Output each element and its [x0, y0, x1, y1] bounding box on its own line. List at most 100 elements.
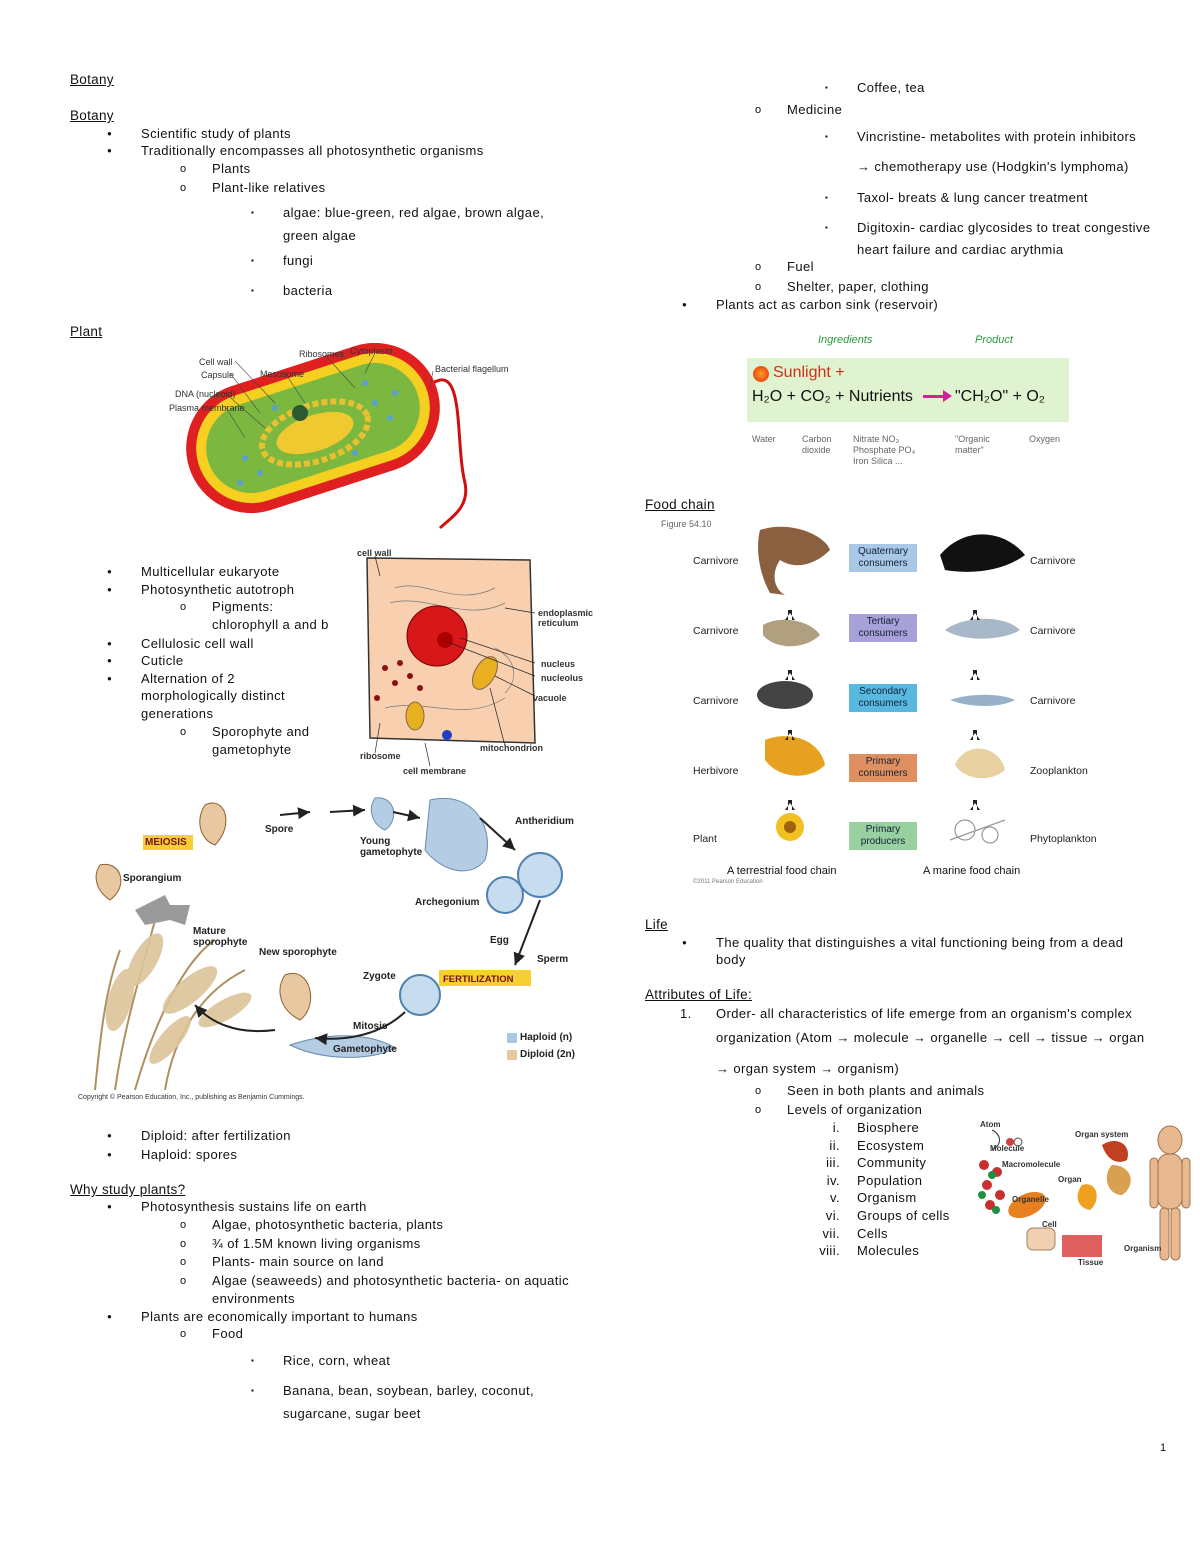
- page-title: Botany: [70, 72, 114, 87]
- equation-box: [747, 358, 1069, 422]
- food-chain-left-label: Carnivore: [693, 625, 739, 637]
- section-heading-botany: Botany: [70, 108, 114, 123]
- list-item-continued: heart failure and cardiac arythmia: [857, 242, 1064, 257]
- fern-life-cycle-diagram: MEIOSIS Spore Young gametophyte Antherid…: [75, 790, 595, 1105]
- lifecycle-label: Gametophyte: [333, 1044, 397, 1055]
- list-item: ¾ of 1.5M known living organisms: [180, 1236, 421, 1252]
- level-numeral: iv.: [826, 1172, 840, 1188]
- list-item: Diploid: after fertilization: [107, 1128, 291, 1144]
- cell-label: vacuole: [533, 693, 567, 703]
- list-item-continued: sugarcane, sugar beet: [283, 1406, 421, 1421]
- cell-label: ribosome: [360, 751, 401, 761]
- trophic-level-box: Primary consumers: [849, 754, 917, 782]
- list-item: Scientific study of plants: [107, 126, 291, 142]
- diagram-label: Atom: [980, 1120, 1001, 1129]
- level-item: Biosphere: [857, 1120, 920, 1135]
- level-numeral: iii.: [826, 1155, 840, 1171]
- list-item: algae: blue-green, red algae, brown alga…: [251, 205, 544, 221]
- lifecycle-label: Mature sporophyte: [193, 926, 248, 948]
- list-item: Multicellular eukaryote: [107, 564, 280, 580]
- list-item: fungi: [251, 253, 313, 269]
- diagram-label: Organelle: [1012, 1195, 1049, 1204]
- bacteria-label: Bacterial flagellum: [435, 364, 509, 374]
- list-item-continued: green algae: [283, 228, 357, 243]
- diagram-label: Organism: [1124, 1244, 1162, 1253]
- trophic-level-box: Tertiary consumers: [849, 614, 917, 642]
- trophic-level-box: Secondary consumers: [849, 684, 917, 712]
- lifecycle-label: New sporophyte: [259, 947, 337, 958]
- equation-left: H₂O + CO₂ + Nutrients: [752, 388, 913, 405]
- level-item: Community: [857, 1155, 927, 1171]
- list-item: Rice, corn, wheat: [251, 1353, 390, 1369]
- list-item: Algae, photosynthetic bacteria, plants: [180, 1217, 443, 1233]
- bacteria-label: Mesosome: [260, 369, 305, 379]
- list-item: Haploid: spores: [107, 1147, 237, 1163]
- section-heading-plant: Plant: [70, 324, 103, 339]
- list-item: The quality that distinguishes a vital f…: [682, 935, 1123, 951]
- list-item: Coffee, tea: [825, 80, 925, 96]
- list-item-continued: environments: [212, 1291, 295, 1306]
- section-heading-food-chain: Food chain: [645, 497, 715, 512]
- diagram-label: Macromolecule: [1002, 1160, 1061, 1169]
- level-numeral: ii.: [829, 1137, 840, 1153]
- bacteria-label: Ribosomes: [299, 349, 345, 359]
- cell-label: nucleus: [541, 659, 576, 669]
- cell-diagram: cell wall endoplasmic reticulum nucleus …: [355, 548, 600, 778]
- trophic-level-box: Primary producers: [849, 822, 917, 850]
- figure-number: Figure 54.10: [661, 519, 712, 529]
- water-label: Water: [752, 434, 776, 444]
- list-item: Algae (seaweeds) and photosynthetic bact…: [180, 1273, 569, 1289]
- list-item: Shelter, paper, clothing: [755, 279, 929, 295]
- marine-caption: A marine food chain: [923, 865, 1021, 877]
- trophic-level-box: Quaternary consumers: [849, 544, 917, 572]
- list-item: Sporophyte and: [180, 724, 309, 740]
- reaction-arrow-head: [943, 390, 952, 402]
- cell-label: cell membrane: [403, 766, 467, 776]
- list-item-continued: chlorophyll a and b: [212, 617, 329, 632]
- lifecycle-label: Spore: [265, 824, 294, 835]
- food-chain-left-label: Herbivore: [693, 765, 739, 777]
- lifecycle-label: Egg: [490, 935, 509, 946]
- level-numeral: vi.: [825, 1208, 840, 1223]
- lifecycle-label: Archegonium: [415, 897, 480, 908]
- list-item: Seen in both plants and animals: [755, 1083, 984, 1099]
- list-item: Pigments:: [180, 599, 273, 615]
- level-item: Cells: [857, 1225, 888, 1241]
- product-label: Product: [975, 334, 1013, 346]
- list-item: Plant-like relatives: [180, 180, 326, 196]
- section-heading-life: Life: [645, 917, 668, 932]
- list-item: Alternation of 2: [107, 671, 235, 687]
- bacteria-label: DNA (nucleoid): [175, 389, 236, 399]
- section-heading-why: Why study plants?: [70, 1182, 186, 1197]
- lifecycle-label: Sporangium: [123, 873, 182, 884]
- bacteria-label: Plasma membrane: [169, 403, 245, 413]
- level-numeral: v.: [830, 1190, 840, 1206]
- diagram-label: Tissue: [1078, 1258, 1104, 1267]
- lifecycle-label: Young gametophyte: [360, 836, 423, 858]
- list-item-continued: → organ system → organism): [716, 1061, 900, 1076]
- list-item: Food: [180, 1326, 243, 1342]
- lifecycle-label: FERTILIZATION: [443, 974, 514, 985]
- oxygen-label: Oxygen: [1029, 434, 1061, 444]
- food-chain-left-label: Carnivore: [693, 555, 739, 567]
- list-item: Photosynthesis sustains life on earth: [107, 1199, 367, 1215]
- bacteria-label: Cytoplasm: [350, 346, 393, 356]
- list-item: Vincristine- metabolites with protein in…: [825, 129, 1136, 145]
- list-item-continued: organization (Atom → molecule → organell…: [716, 1030, 1145, 1045]
- organic-label: "Organic matter": [955, 434, 990, 455]
- list-number: 1.: [680, 1006, 692, 1021]
- cell-label: mitochondrion: [480, 743, 543, 753]
- list-item-continued: → chemotherapy use (Hodgkin's lymphoma): [857, 159, 1129, 174]
- photosynthesis-figure: Ingredients Product Sunlight + H₂O + CO₂…: [745, 330, 1075, 490]
- lifecycle-label: Sperm: [537, 954, 569, 965]
- level-numeral: vii.: [822, 1225, 840, 1241]
- terrestrial-caption: A terrestrial food chain: [727, 865, 837, 877]
- level-item: Population: [857, 1172, 923, 1188]
- reaction-arrow-icon: [923, 395, 947, 398]
- cell-label: endoplasmic reticulum: [538, 608, 594, 628]
- bacteria-diagram: Cell wall Capsule DNA (nucleoid) Plasma …: [165, 342, 510, 533]
- list-item-continued: generations: [141, 706, 214, 721]
- list-item: Plants act as carbon sink (reservoir): [682, 297, 938, 313]
- cell-label: nucleolus: [541, 673, 584, 683]
- food-chain-left-label: Plant: [693, 833, 717, 845]
